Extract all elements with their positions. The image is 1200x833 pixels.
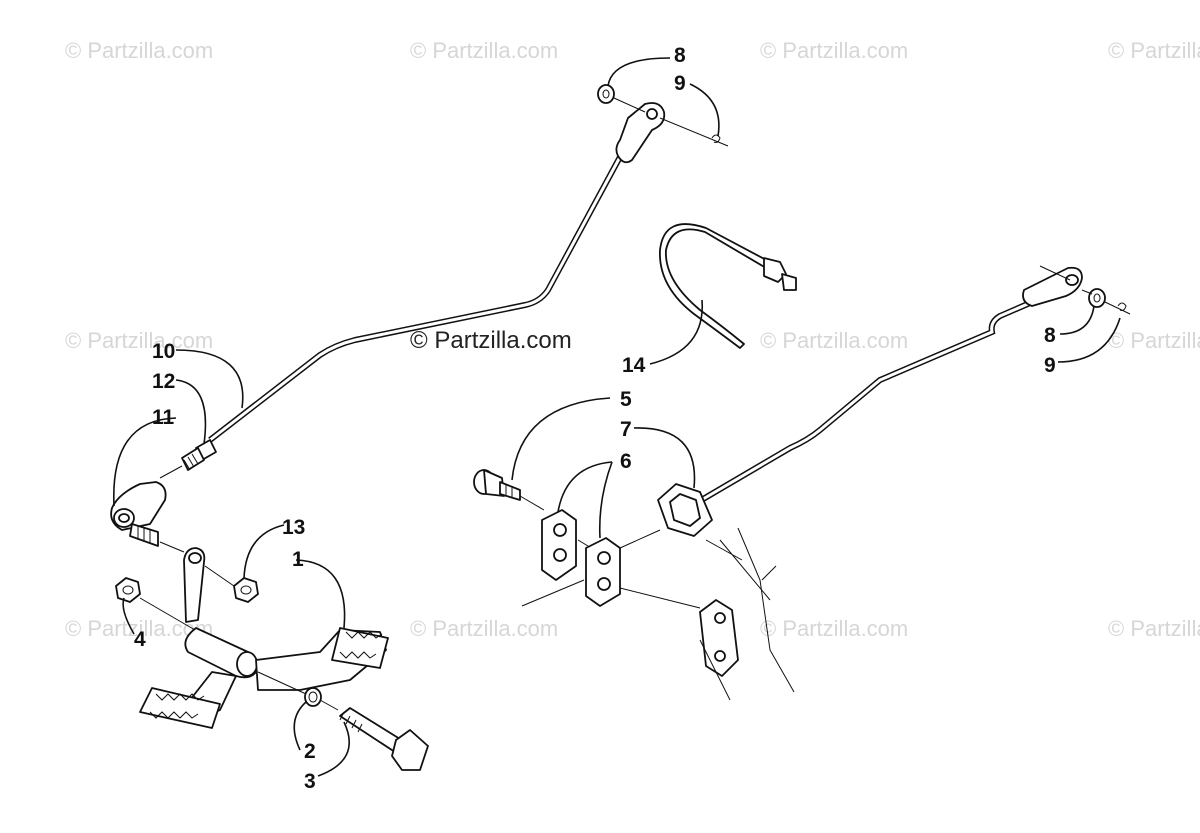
watermark: © Partzilla.com xyxy=(1108,328,1200,353)
right-shift-rod xyxy=(696,265,1131,505)
callout-11: 11 xyxy=(152,406,175,429)
watermark: © Partzilla.com xyxy=(410,616,558,641)
bolt-5 xyxy=(473,469,521,501)
callout-7: 7 xyxy=(620,418,632,441)
left-axis-lines xyxy=(139,465,339,711)
cable-tie xyxy=(659,223,797,349)
callout-10: 10 xyxy=(152,340,175,363)
callout-1: 1 xyxy=(292,548,304,571)
pivot-bolt xyxy=(339,707,429,771)
callout-4: 4 xyxy=(134,628,146,651)
callout-14: 14 xyxy=(622,354,646,377)
callout-12: 12 xyxy=(152,370,175,393)
frame-bracket xyxy=(699,527,795,701)
watermark: © Partzilla.com xyxy=(1108,38,1200,63)
callout-8-right: 8 xyxy=(1044,324,1056,347)
watermark: © Partzilla.com xyxy=(410,38,558,63)
watermark: © Partzilla.com xyxy=(760,616,908,641)
callout-5: 5 xyxy=(620,388,632,411)
callout-numbers: 8 9 8 9 10 12 11 13 1 4 2 3 14 5 7 6 xyxy=(134,44,1056,793)
callout-3: 3 xyxy=(304,770,316,793)
callout-2: 2 xyxy=(304,740,316,763)
nut-4 xyxy=(115,577,141,603)
leader-lines xyxy=(113,57,1121,777)
callout-9-right: 9 xyxy=(1044,354,1056,377)
shift-lever xyxy=(139,547,389,729)
watermark: © Partzilla.com xyxy=(760,328,908,353)
center-watermark: © Partzilla.com xyxy=(410,327,572,354)
watermark: © Partzilla.com xyxy=(1108,616,1200,641)
callout-6: 6 xyxy=(620,450,632,473)
callout-9-top: 9 xyxy=(674,72,686,95)
nut-13 xyxy=(233,577,259,603)
top-washer-pin xyxy=(597,84,729,147)
callout-8-top: 8 xyxy=(674,44,686,67)
rod-end-ball-joint xyxy=(110,481,167,547)
rod-boot xyxy=(657,483,713,537)
watermark: © Partzilla.com xyxy=(65,328,213,353)
left-shift-rod xyxy=(181,102,666,471)
watermark-layer: © Partzilla.com © Partzilla.com © Partzi… xyxy=(65,38,1200,641)
watermark: © Partzilla.com xyxy=(760,38,908,63)
right-axis-lines xyxy=(519,495,701,609)
callout-13: 13 xyxy=(282,516,305,539)
washer-2 xyxy=(304,687,322,707)
watermark: © Partzilla.com xyxy=(65,38,213,63)
clamp-6 xyxy=(541,509,621,607)
